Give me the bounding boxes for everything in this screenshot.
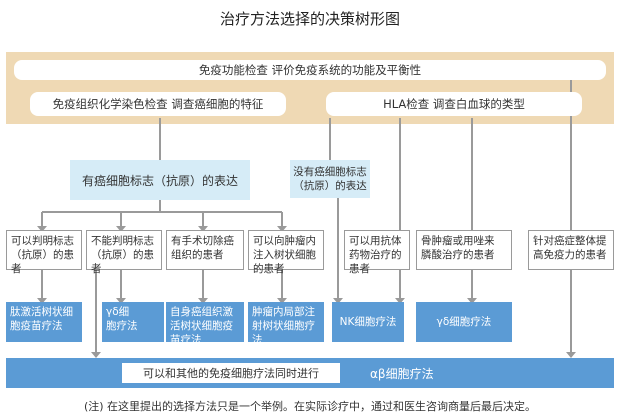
therapy-gamma-delta-2: γδ细胞疗法 bbox=[416, 302, 512, 342]
immunohistochemistry-test: 免疫组织化学染色检查 调查癌细胞的特征 bbox=[30, 92, 286, 116]
combination-note: 可以和其他的免疫细胞疗法同时进行 bbox=[122, 363, 340, 383]
immune-function-test: 免疫功能检查 评价免疫系统的功能及平衡性 bbox=[14, 60, 606, 80]
diagram-title: 治疗方法选择的决策树形图 bbox=[219, 10, 400, 28]
footnote: (注) 在这里提出的选择方法只是一个举例。在实际诊疗中，通过和医生咨询商量后最后… bbox=[83, 400, 537, 413]
therapy-alpha-beta: αβ细胞疗法 bbox=[370, 367, 434, 381]
category-antibody-drug: 可以用抗体 药物治疗的 患者 bbox=[344, 230, 410, 275]
therapy-peptide-dc-vaccine: 肽激活树状细 胞疫苗疗法 bbox=[6, 302, 82, 342]
therapy-nk-cell: NK细胞疗法 bbox=[332, 302, 404, 342]
category-bone-tumor: 骨肿瘤或用唑来 膦酸治疗的患者 bbox=[416, 230, 512, 270]
category-surgically-resected: 有手术切除癌 组织的患者 bbox=[166, 230, 244, 270]
category-overall-immunity: 针对癌症整体提 高免疫力的患者 bbox=[528, 230, 614, 270]
therapy-gamma-delta-1: γδ细 胞疗法 bbox=[102, 302, 164, 342]
therapy-intratumoral-dc: 肿瘤内局部注 射树状细胞疗法 bbox=[248, 302, 324, 346]
marker-absent-node: 没有癌细胞标志 （抗原）的表达 bbox=[290, 160, 370, 198]
marker-present-node: 有癌细胞标志（抗原）的表达 bbox=[70, 160, 250, 200]
category-marker-identifiable: 可以判明标志 （抗原）的患者 bbox=[6, 230, 82, 275]
hla-test: HLA检查 调查白血球的类型 bbox=[326, 92, 582, 116]
therapy-autologous-dc-vaccine: 自身癌组织激 活树状细胞疫 苗疗法 bbox=[166, 302, 244, 346]
category-intratumoral-injection: 可以向肿瘤内 注入树状细胞 的患者 bbox=[248, 230, 324, 275]
category-marker-unidentifiable: 不能判明标志 （抗原）的患者 bbox=[86, 230, 162, 275]
